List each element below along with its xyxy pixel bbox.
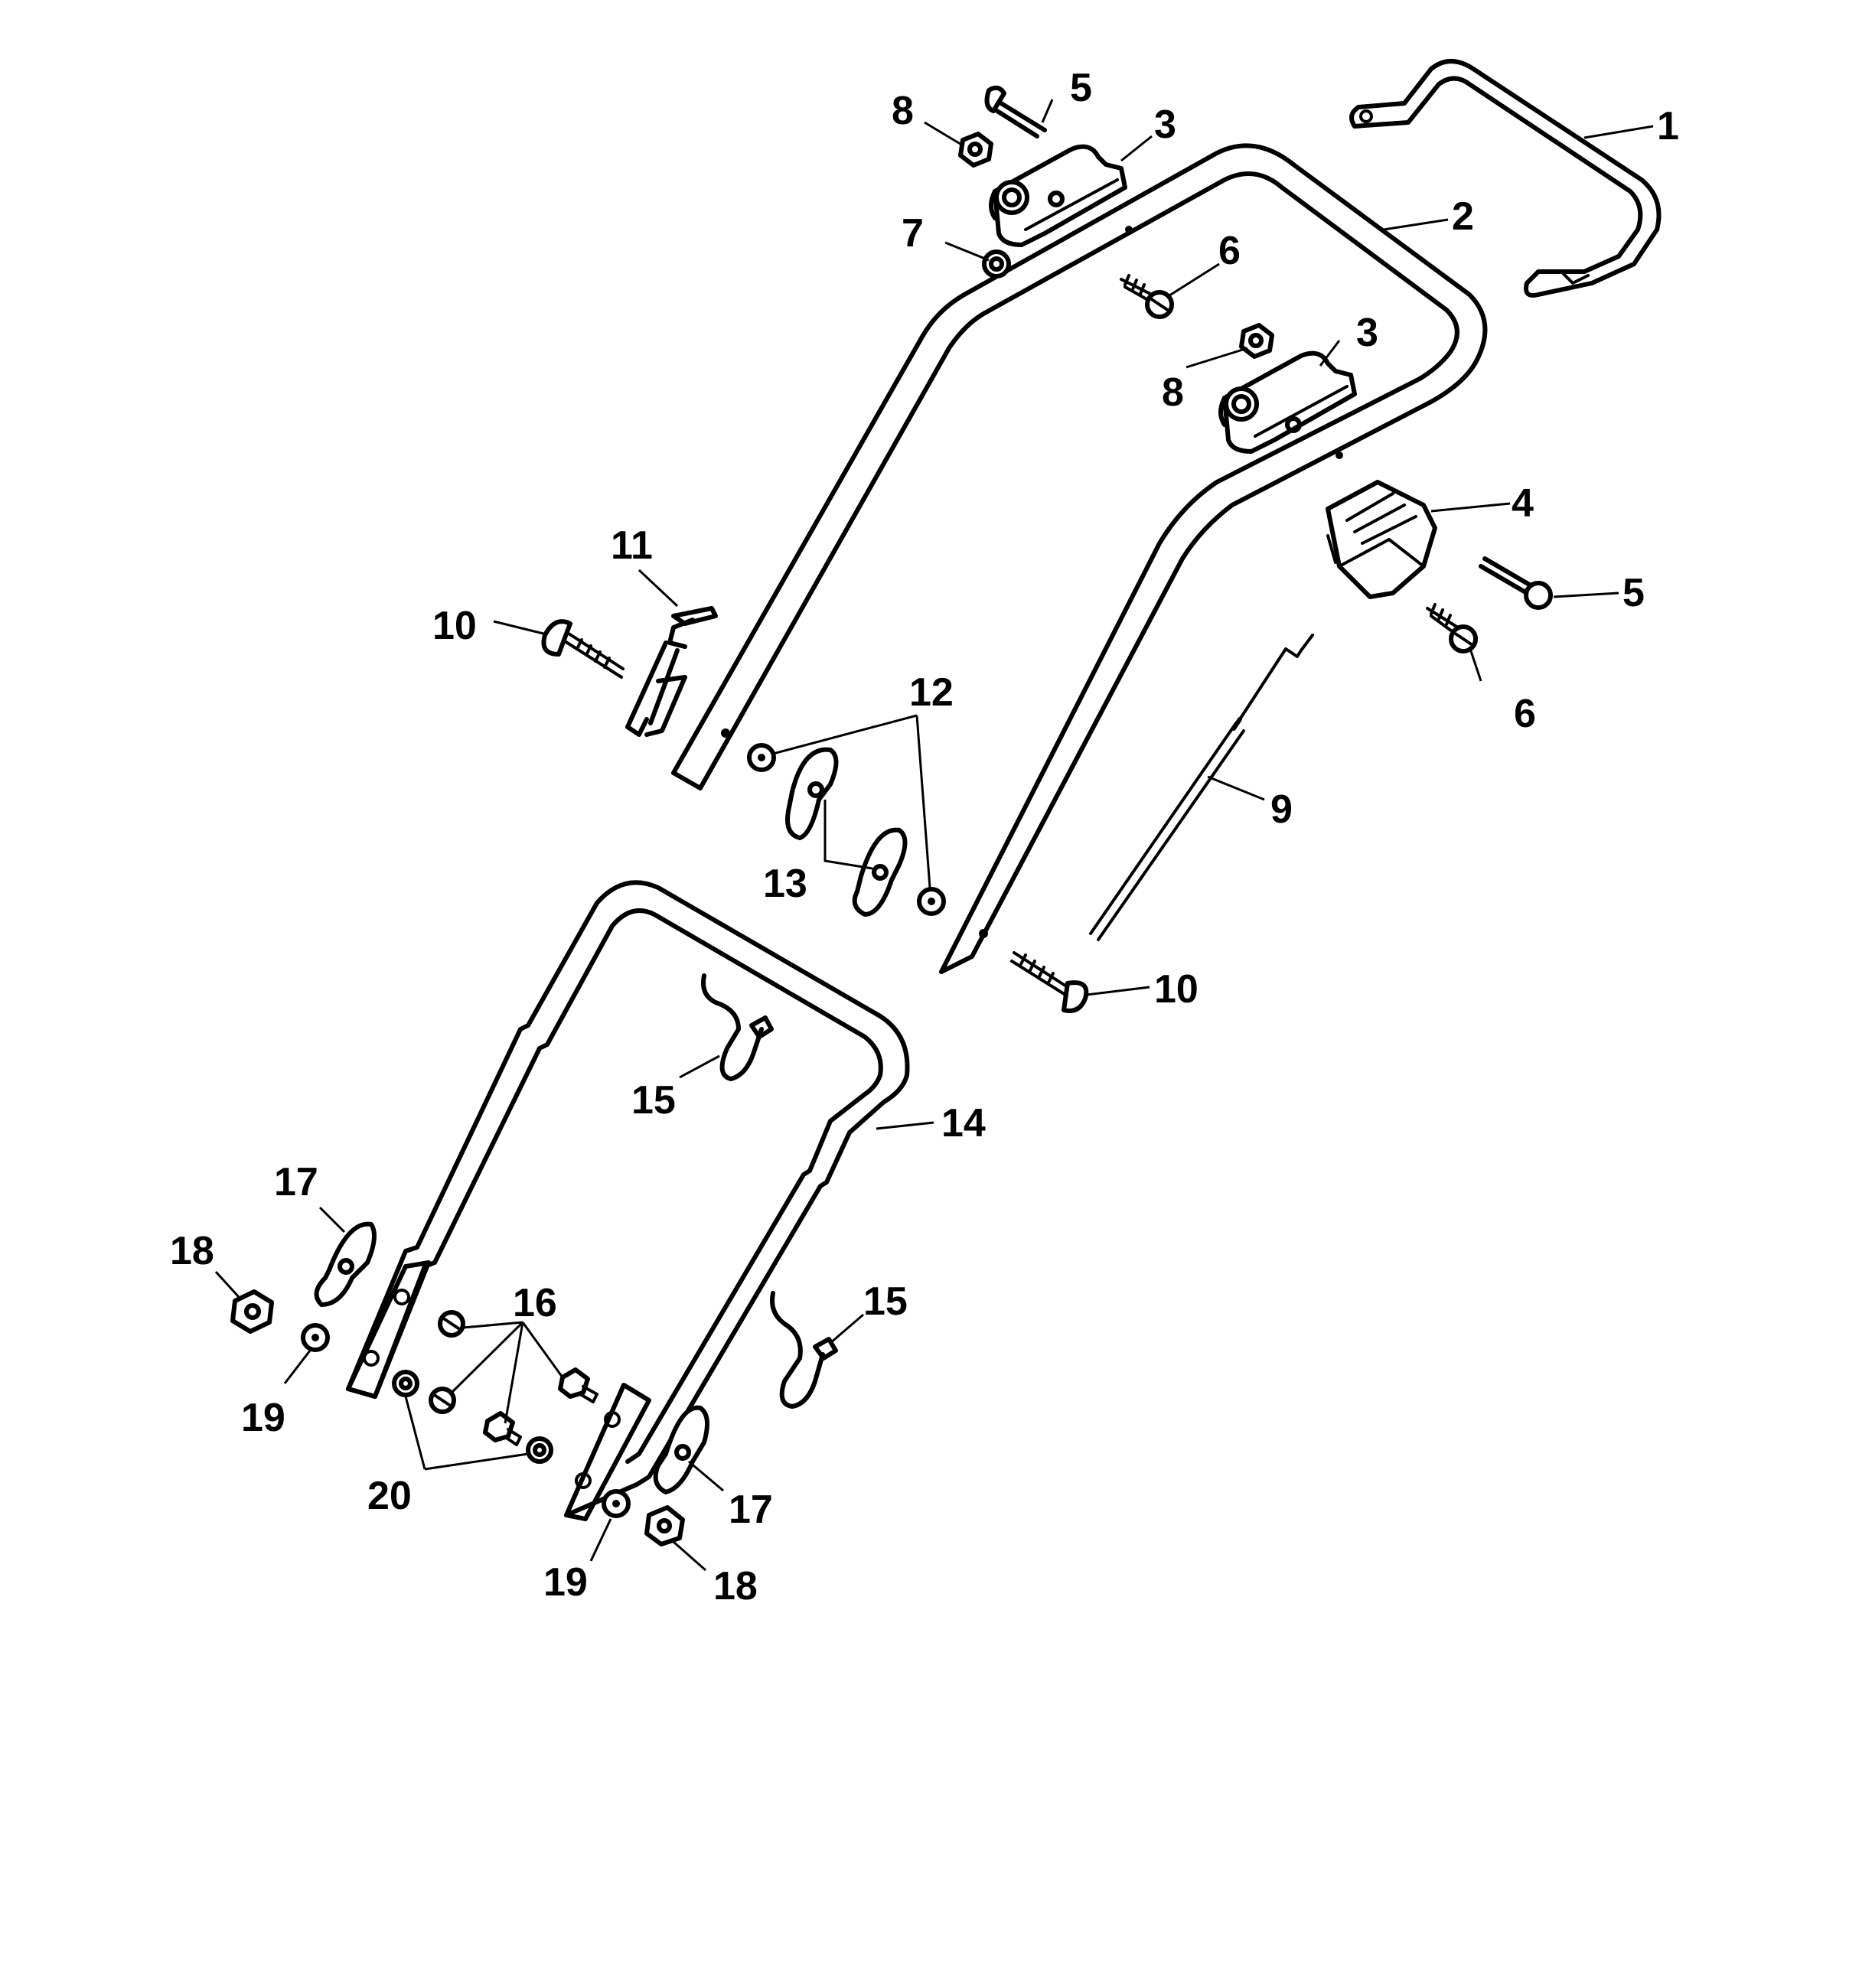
knob-b: [429, 1387, 456, 1414]
callout-10-left: 10: [432, 604, 477, 648]
callout-7: 7: [902, 211, 924, 256]
clamp-lower: [1218, 350, 1357, 454]
wing-nut-mid-upper: [785, 747, 839, 840]
leader-lines: [214, 99, 1654, 1572]
callout-labels: 1 2 3 3 4 5 5 6 6 7 8 8 9 10 10 11 12 13…: [170, 66, 1679, 1608]
callout-8-lower: 8: [1162, 370, 1184, 415]
washer-mid-right: [917, 887, 946, 916]
callout-11: 11: [611, 523, 653, 568]
callout-2: 2: [1452, 194, 1474, 239]
callout-9: 9: [1270, 787, 1293, 832]
callout-4: 4: [1512, 481, 1534, 526]
bolt-small-a: [558, 1367, 598, 1403]
control-cable: [1089, 634, 1314, 941]
screw-lower: [1426, 603, 1478, 653]
pin-lower: [1479, 556, 1553, 610]
callout-3-upper: 3: [1154, 103, 1176, 147]
callout-20: 20: [367, 1474, 412, 1518]
callout-3-lower: 3: [1356, 311, 1378, 355]
cable-clip: [1326, 480, 1437, 599]
wing-nut-left: [314, 1221, 377, 1307]
callout-19-right: 19: [543, 1560, 588, 1605]
callout-15-lower: 15: [863, 1279, 908, 1324]
washer-mid-left: [747, 743, 776, 772]
wing-nut-right: [653, 1405, 709, 1494]
callout-18-right: 18: [713, 1564, 758, 1608]
callout-12: 12: [909, 670, 954, 715]
callout-1: 1: [1657, 104, 1679, 148]
lower-handle: [346, 880, 910, 1521]
nut-right: [644, 1505, 685, 1546]
callout-10-right: 10: [1154, 967, 1199, 1012]
nut-left: [230, 1289, 274, 1334]
upper-handle: [671, 143, 1488, 974]
lever-bar: [1349, 59, 1662, 298]
washer-right: [602, 1489, 631, 1518]
callout-8-upper: 8: [892, 89, 914, 133]
callout-13: 13: [763, 862, 807, 906]
spacer: [982, 249, 1011, 279]
callout-5-lower: 5: [1623, 571, 1645, 615]
callout-15-upper: 15: [631, 1078, 676, 1123]
callout-5-upper: 5: [1070, 66, 1092, 110]
bolt-small-b: [483, 1411, 522, 1446]
pin-upper: [984, 85, 1047, 139]
callout-6-lower: 6: [1514, 692, 1536, 736]
wing-nut-mid-lower: [852, 827, 908, 917]
callout-6-upper: 6: [1218, 229, 1241, 273]
nut-upper: [958, 132, 993, 168]
nut-lower: [1239, 323, 1274, 359]
clamp-upper: [989, 144, 1127, 247]
cable-hook-upper: [701, 973, 774, 1081]
callout-19-left: 19: [241, 1396, 285, 1440]
bushing-left: [392, 1370, 419, 1397]
bushing-right: [526, 1436, 553, 1464]
knob-a: [438, 1310, 465, 1338]
latch-bracket: [625, 606, 718, 737]
cable-hook-lower: [770, 1291, 838, 1409]
screw-upper: [1120, 274, 1174, 319]
callout-17-right: 17: [729, 1488, 773, 1532]
callout-17-left: 17: [274, 1160, 318, 1204]
callout-14: 14: [941, 1101, 986, 1146]
callout-18-left: 18: [170, 1229, 214, 1273]
callout-16: 16: [513, 1281, 557, 1325]
bolt-left: [541, 619, 625, 679]
bolt-right: [1010, 951, 1089, 1013]
washer-left: [301, 1323, 330, 1352]
